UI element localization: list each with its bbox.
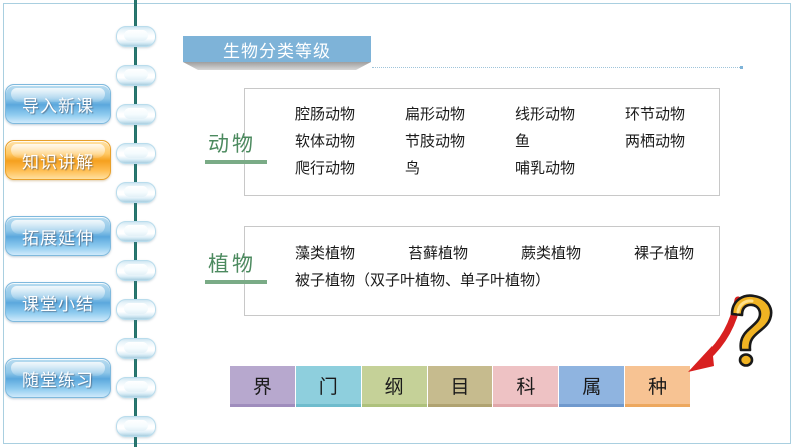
rank-cell-label: 目 [450, 376, 470, 398]
rank-cell-5[interactable]: 科 [493, 366, 560, 407]
rank-cell-7[interactable]: 种 [625, 366, 691, 407]
rank-cell-underline [230, 404, 295, 407]
rank-cell-label: 科 [516, 376, 536, 398]
sidebar-item-5[interactable]: 随堂练习 [5, 358, 111, 398]
rank-cell-label: 属 [582, 376, 602, 398]
taxa-cell: 腔肠动物 [295, 106, 356, 123]
taxa-cell: 软体动物 [295, 133, 356, 150]
taxa-cell: 两栖动物 [625, 133, 686, 150]
spiral-ring [116, 221, 156, 242]
rank-cell-underline [427, 404, 493, 407]
rank-cell-underline [295, 404, 361, 407]
rank-cell-label: 纲 [384, 376, 404, 398]
animal-group-label: 动物 [208, 133, 256, 156]
plant-taxa-grid: 藻类植物 苔藓植物 蕨类植物 裸子植物被子植物（双子叶植物、单子叶植物） [295, 240, 747, 294]
spiral-ring [116, 377, 156, 398]
sidebar-item-label: 随堂练习 [22, 370, 94, 390]
title-dotted-rule [372, 66, 743, 69]
question-mark-icon [730, 294, 773, 367]
sidebar-item-label: 知识讲解 [22, 152, 94, 172]
taxonomic-rank-bar: 界门纲目科属种 [230, 366, 691, 407]
rank-cell-underline [361, 404, 427, 407]
spiral-ring [116, 65, 156, 86]
taxa-cell: 环节动物 [625, 106, 686, 123]
spiral-ring [116, 299, 156, 320]
spiral-ring [116, 143, 156, 164]
rank-cell-label: 种 [648, 376, 668, 398]
taxa-cell: 藻类植物 [295, 245, 356, 262]
rank-cell-3[interactable]: 纲 [361, 366, 428, 407]
sidebar-item-3[interactable]: 拓展延伸 [5, 216, 111, 256]
rank-cell-label: 界 [252, 376, 272, 398]
sidebar-item-4[interactable]: 课堂小结 [5, 282, 111, 322]
sidebar-item-label: 导入新课 [22, 96, 94, 116]
spiral-ring [116, 416, 156, 437]
plant-group-box [244, 226, 720, 316]
spiral-ring [116, 104, 156, 125]
taxa-cell: 线形动物 [515, 106, 576, 123]
taxa-cell: 节肢动物 [405, 133, 466, 150]
sidebar-item-1[interactable]: 导入新课 [5, 84, 111, 124]
spiral-ring [116, 338, 156, 359]
rank-cell-1[interactable]: 界 [230, 366, 296, 407]
spiral-ring [116, 26, 156, 47]
taxa-cell: 被子植物（双子叶植物、单子叶植物） [295, 272, 551, 289]
rank-cell-underline [493, 404, 559, 407]
sidebar-item-label: 拓展延伸 [22, 228, 94, 248]
animal-taxa-grid: 腔肠动物 扁形动物 线形动物 环节动物软体动物 节肢动物 鱼 两栖动物爬行动物 鸟 哺乳动物 [295, 101, 735, 182]
rank-cell-label: 门 [318, 376, 338, 398]
taxa-row: 藻类植物 苔藓植物 蕨类植物 裸子植物 [295, 240, 747, 267]
title-banner: 生物分类等级 [183, 36, 371, 62]
rank-cell-6[interactable]: 属 [559, 366, 626, 407]
taxa-cell: 扁形动物 [405, 106, 466, 123]
animal-group-box [244, 88, 720, 196]
spiral-ring [116, 182, 156, 203]
taxa-row: 软体动物 节肢动物 鱼 两栖动物 [295, 128, 735, 155]
taxa-row: 爬行动物 鸟 哺乳动物 [295, 155, 735, 182]
taxa-cell: 苔藓植物 [408, 245, 469, 262]
rank-cell-4[interactable]: 目 [427, 366, 494, 407]
sidebar-item-label: 课堂小结 [22, 294, 94, 314]
sidebar-item-2[interactable]: 知识讲解 [5, 140, 111, 180]
rank-cell-underline [625, 404, 691, 407]
page-title: 生物分类等级 [223, 41, 331, 61]
plant-group-label: 植物 [208, 253, 256, 276]
taxa-cell: 鸟 [405, 160, 421, 177]
taxa-cell: 鱼 [515, 133, 531, 150]
plant-group-underline [205, 280, 267, 284]
spiral-ring [116, 260, 156, 281]
rank-cell-underline [559, 404, 625, 407]
taxa-cell: 裸子植物 [634, 245, 695, 262]
taxa-row: 腔肠动物 扁形动物 线形动物 环节动物 [295, 101, 735, 128]
taxa-cell: 爬行动物 [295, 160, 356, 177]
title-banner-shadow [183, 62, 371, 70]
rank-cell-2[interactable]: 门 [295, 366, 362, 407]
taxa-cell: 蕨类植物 [521, 245, 582, 262]
taxa-cell: 哺乳动物 [515, 160, 576, 177]
taxa-row: 被子植物（双子叶植物、单子叶植物） [295, 267, 747, 294]
animal-group-underline [205, 160, 267, 164]
